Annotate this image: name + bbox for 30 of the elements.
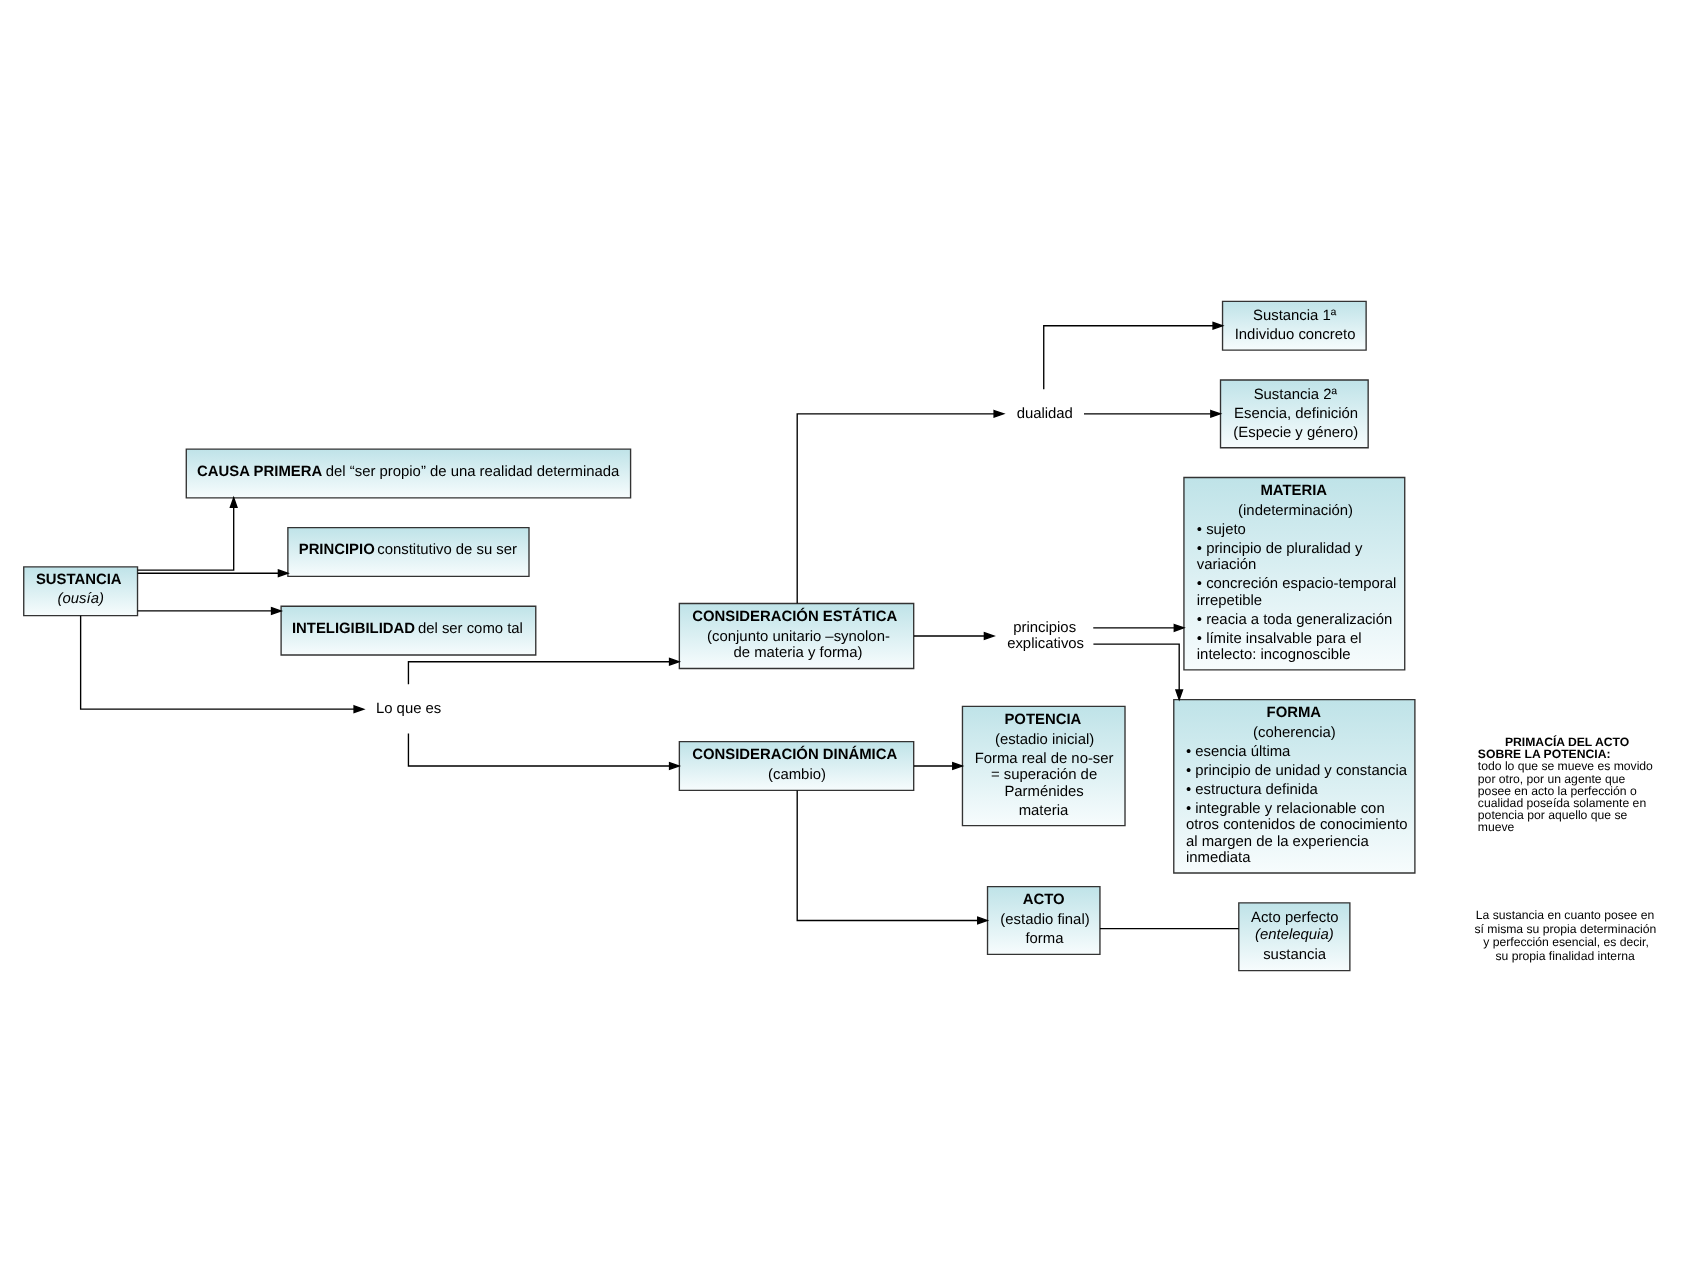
arrow [913, 761, 965, 771]
node-box: ACTO (estadio final) forma [986, 885, 1101, 955]
node-box: CAUSA PRIMERA del “ser propio” de una realidad determinada [185, 448, 632, 499]
node-box: Acto perfecto (entelequia) sustancia [1238, 902, 1351, 972]
arrow [1092, 643, 1184, 702]
node-box: CONSIDERACIÓN ESTÁTICA (conjunto unitario –synolon- de materia y forma) [678, 602, 915, 670]
node-box: Sustancia 2ª Esencia, definición (Especie y género) [1219, 379, 1369, 449]
arrow [136, 495, 238, 571]
arrow [137, 568, 290, 578]
arrow [137, 606, 284, 616]
node-box: INTELIGIBILIDAD del ser como tal [280, 605, 537, 656]
node-box: Sustancia 1ª Individuo concreto [1221, 300, 1367, 351]
arrow [79, 615, 366, 714]
arrow [407, 732, 682, 771]
node-text: Lo que es [375, 698, 442, 717]
node-box: SUSTANCIA (ousía) [23, 566, 139, 617]
arrow [796, 409, 1006, 604]
arrow [1092, 623, 1186, 633]
node-box: POTENCIA (estadio inicial) Forma real de no-ser = superación de Parménides materia [961, 705, 1126, 827]
node-box: FORMA (coherencia) • esencia última • principio de unidad y constancia • estructura definida • integrable y relacionable con otros contenidos de conocimiento al margen de la experiencia inmediata [1173, 699, 1416, 874]
arrow [913, 631, 996, 641]
connector [1099, 927, 1240, 930]
arrow [1043, 321, 1225, 390]
arrow [796, 789, 990, 925]
arrow [1083, 409, 1223, 419]
node-box: MATERIA (indeterminación) • sujeto • principio de pluralidad y variación • concreción espacio-temporal irrepetible • reacia a toda generalización • límite insalvable para el intelecto: incognoscible [1183, 476, 1406, 671]
node-box: CONSIDERACIÓN DINÁMICA (cambio) [678, 741, 915, 792]
node-text: dualidad [1016, 403, 1073, 422]
node-box: PRINCIPIO constitutivo de su ser [287, 526, 530, 578]
node-text: principios explicativos [1007, 617, 1085, 652]
